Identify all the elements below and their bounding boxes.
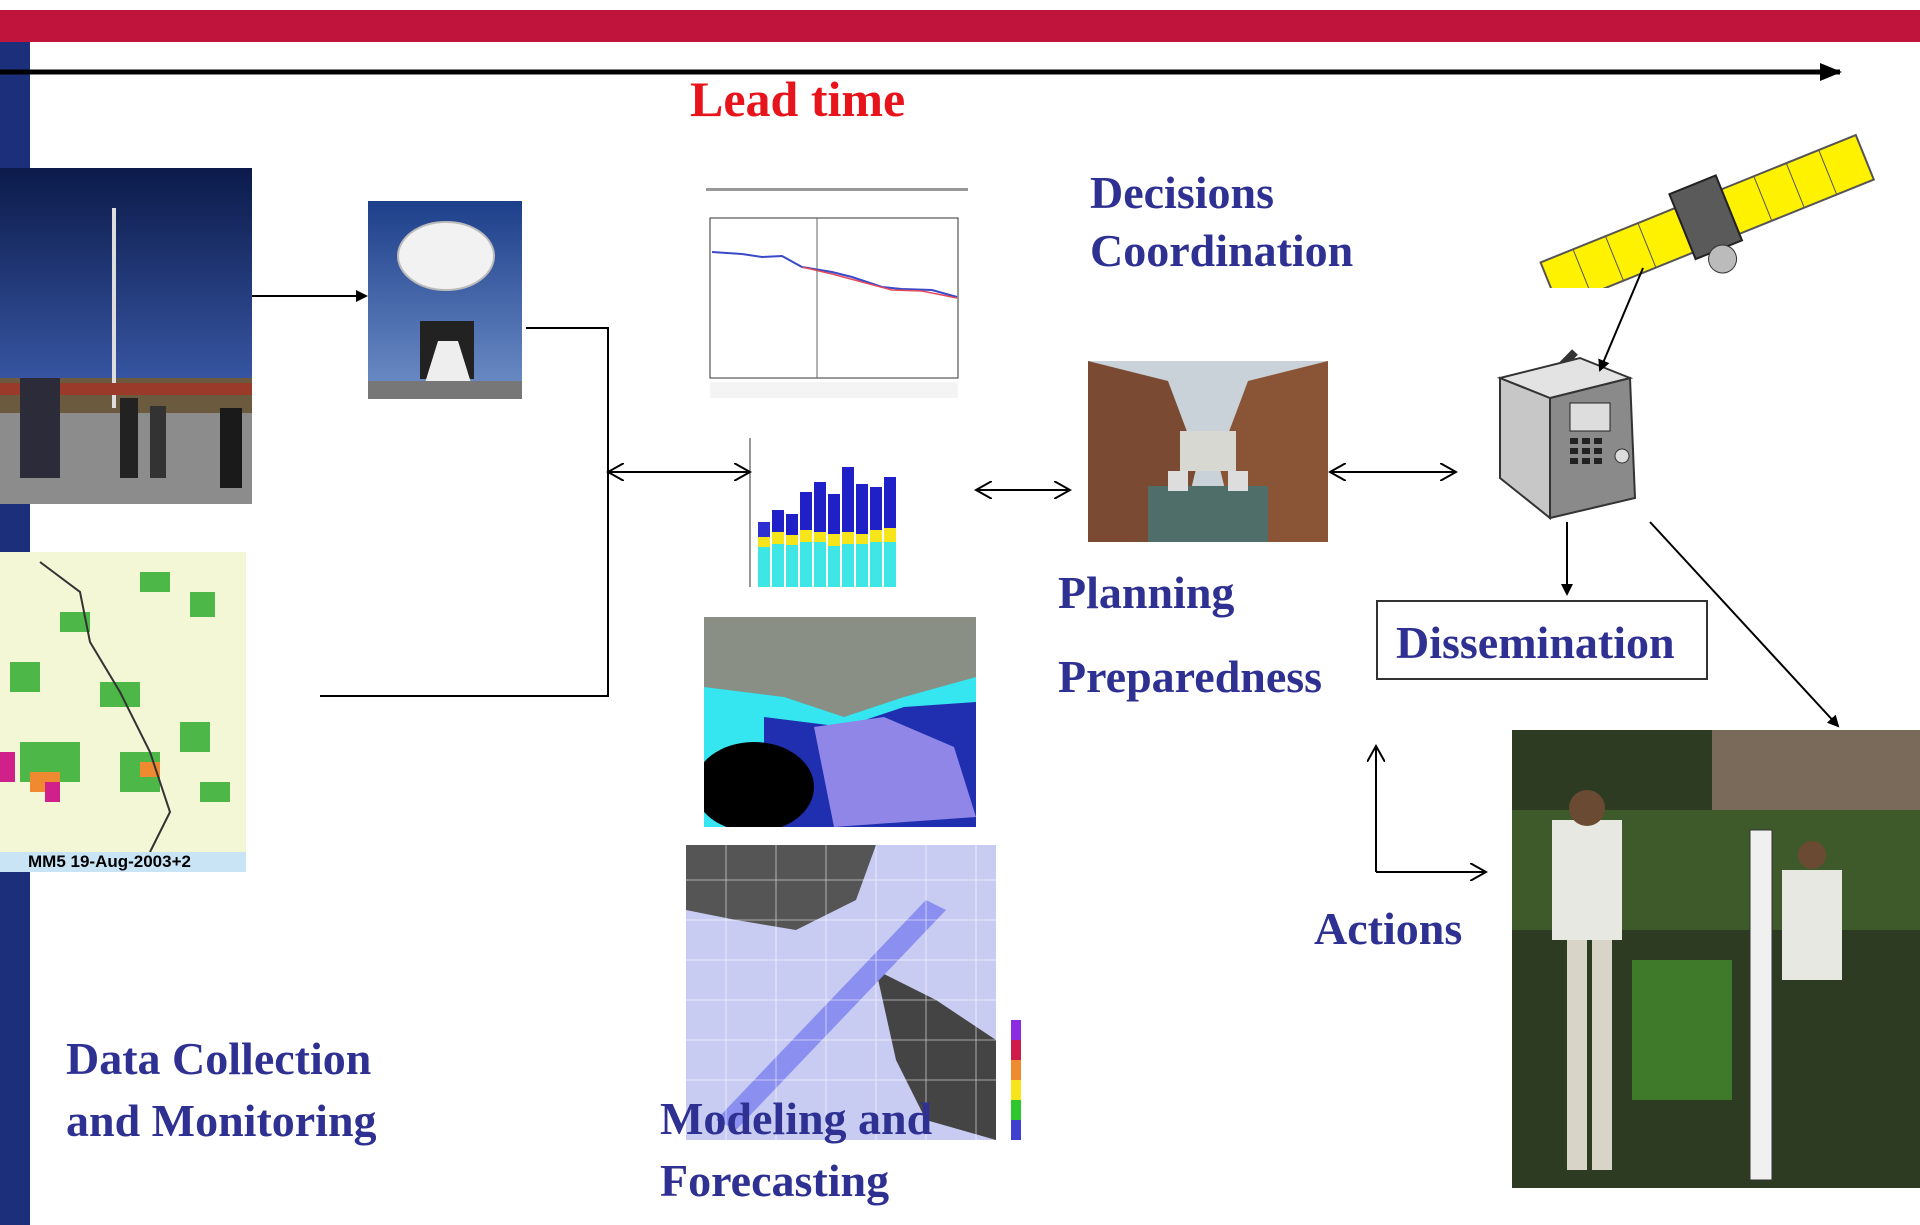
mm5-rainfall-map: MM5 19-Aug-2003+2 [0,552,246,872]
streamflow-forecast-chart-image [702,182,972,404]
weather-station-photo [0,168,252,504]
satellite-dish-photo [368,201,522,399]
precipitation-forecast-map [676,840,1040,1150]
actions-label: Actions [1314,903,1463,954]
dam-photo [1088,361,1328,542]
stacked-bar-chart-image [730,432,910,592]
field-workers-gauge-photo [1512,730,1920,1188]
satellite-drawing [1520,118,1882,309]
lead-time-label: Lead time [690,71,906,127]
flood-inundation-map [704,617,976,827]
modeling-label-line2: Forecasting [660,1155,890,1206]
planning-label: Planning [1058,567,1235,618]
data-collection-label-line2: and Monitoring [66,1095,377,1146]
decisions-label: Decisions [1090,167,1274,218]
preparedness-label: Preparedness [1058,651,1323,702]
data-collection-label-line1: Data Collection [66,1033,372,1084]
coordination-label: Coordination [1090,225,1354,276]
mm5-caption: MM5 19-Aug-2003+2 [28,852,191,871]
communication-device-drawing [1470,348,1642,526]
dissemination-box: Dissemination [1376,600,1708,680]
modeling-label-line1: Modeling and [660,1093,933,1144]
top-banner [0,0,1920,42]
dissemination-label: Dissemination [1396,617,1675,668]
